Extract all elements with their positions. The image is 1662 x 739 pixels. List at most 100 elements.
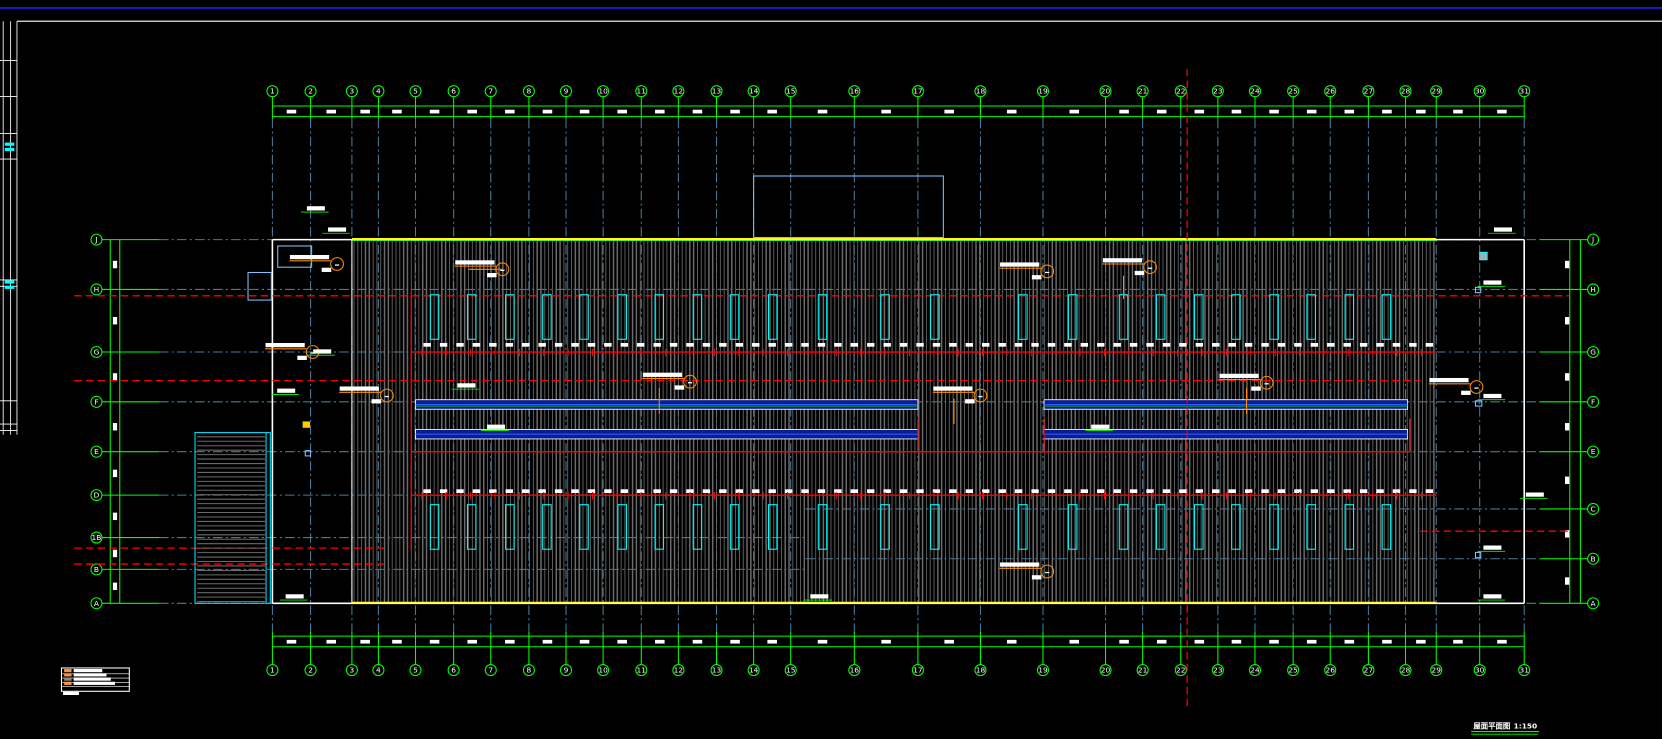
skylight-dim-text: [1064, 342, 1072, 347]
skylight-dim-text: [784, 342, 793, 347]
dimension-text: [1306, 109, 1317, 114]
skylight: [880, 504, 890, 550]
column-axis-top-bubble: [597, 85, 610, 98]
dimension-text: [1069, 639, 1080, 644]
annotation-text: [1219, 373, 1259, 378]
dimension-text: [617, 639, 627, 644]
dimension-text: [944, 109, 954, 114]
column-axis-top-label: 1: [270, 87, 275, 96]
row-axis-left-label: J: [94, 235, 97, 244]
skylight-dim-text: [1179, 342, 1187, 347]
column-axis-bottom-label: 24: [1250, 666, 1260, 675]
annotation-text: [1429, 377, 1469, 383]
column-axis-top-bubble: [848, 85, 861, 98]
skylight-dim-text: [834, 342, 842, 347]
skylight-dim-text: [1409, 489, 1417, 494]
skylight-dim-text: [1080, 489, 1089, 494]
column-axis-top-label: 29: [1432, 87, 1442, 96]
dimension-text: [1497, 639, 1507, 644]
skylight-dim-text: [801, 489, 809, 494]
legend-swatch: [64, 669, 72, 673]
skylight: [505, 504, 515, 550]
column-axis-top-label: 14: [749, 87, 759, 96]
dimension-text: [1344, 109, 1355, 114]
skylight-dim-text: [982, 489, 990, 494]
skylight-dim-text: [867, 489, 875, 494]
skylight: [617, 294, 627, 340]
column-axis-top-label: 11: [637, 87, 647, 96]
column-axis-bottom-bubble: [409, 664, 422, 677]
column-axis-top-label: 4: [376, 87, 381, 96]
annotation-text: [1031, 575, 1042, 580]
elevation-text: [328, 227, 347, 232]
skylight-dim-text: [702, 342, 711, 347]
legend-swatch: [64, 677, 72, 681]
roof-drain-symbol: [683, 374, 697, 389]
skylight: [1194, 294, 1204, 340]
skylight: [1381, 504, 1392, 550]
dimension-text: [112, 549, 118, 558]
row-axis-right-label: J: [1591, 235, 1594, 244]
row-axis-left-bubble: [90, 445, 103, 458]
skylight-dim-text: [1212, 489, 1220, 494]
skylight-dim-text: [965, 489, 974, 494]
skylight-dim-text: [686, 342, 694, 347]
column-axis-bottom-label: 13: [712, 666, 722, 675]
dimension-text: [112, 260, 118, 269]
skylight-dim-text: [1080, 342, 1089, 347]
column-axis-bottom-label: 15: [786, 666, 796, 675]
column-axis-top-label: 19: [1038, 87, 1048, 96]
column-axis-bottom-label: 23: [1213, 666, 1223, 675]
annotation-text: [321, 267, 332, 272]
skylight-dim-text: [867, 342, 875, 347]
skylight-dim-text: [538, 342, 546, 347]
skylight-dim-text: [949, 489, 957, 494]
drawing-title: 屋面平面图: [1473, 721, 1510, 730]
column-axis-bottom-bubble: [484, 664, 497, 677]
column-axis-top-bubble: [1099, 85, 1112, 98]
skylight-dim-text: [1228, 342, 1236, 347]
annotation-text: [965, 399, 975, 404]
elevation-text: [1483, 594, 1502, 599]
skylight-dim-text: [1146, 489, 1154, 494]
column-axis-bottom-bubble: [974, 664, 987, 677]
skylight-dim-text: [456, 342, 464, 347]
skylight-dim-text: [1244, 342, 1253, 347]
annotation-text: [371, 399, 382, 404]
column-axis-bottom-bubble: [345, 664, 358, 677]
skylight: [466, 504, 477, 550]
skylight: [1155, 504, 1166, 550]
column-axis-bottom-label: 12: [674, 666, 683, 675]
skylight-dim-text: [1097, 342, 1105, 347]
column-axis-top-bubble: [266, 85, 279, 98]
title-strip-mark: [4, 285, 15, 289]
elevation-text: [487, 424, 506, 429]
column-axis-bottom-label: 22: [1176, 666, 1185, 675]
column-axis-bottom-label: 8: [527, 666, 532, 675]
row-axis-right-bubble: [1587, 395, 1600, 408]
elevation-text: [1483, 393, 1502, 399]
row-axis-left-bubble: [90, 489, 103, 502]
dimension-text: [767, 639, 777, 644]
row-axis-left-label: H: [94, 285, 100, 294]
column-axis-top-label: 13: [712, 87, 722, 96]
column-axis-bottom-label: 19: [1038, 666, 1048, 675]
skylight-dim-text: [883, 342, 891, 347]
dimension-text: [1453, 639, 1463, 644]
column-axis-bottom-label: 14: [749, 666, 759, 675]
column-axis-bottom-bubble: [1099, 664, 1112, 677]
column-axis-top-label: 16: [850, 87, 860, 96]
column-axis-top-bubble: [1248, 85, 1262, 98]
column-axis-top-bubble: [409, 85, 422, 98]
dimension-text: [429, 109, 440, 114]
dimension-text: [112, 582, 118, 591]
legend-swatch: [64, 681, 72, 685]
dimension-text: [286, 109, 297, 114]
skylight-dim-text: [1425, 489, 1434, 494]
skylight-dim-text: [1162, 489, 1171, 494]
column-axis-bottom-bubble: [848, 664, 861, 677]
skylight-dim-text: [817, 342, 826, 347]
skylight-dim-text: [522, 342, 530, 347]
dimension-text: [1119, 639, 1129, 644]
